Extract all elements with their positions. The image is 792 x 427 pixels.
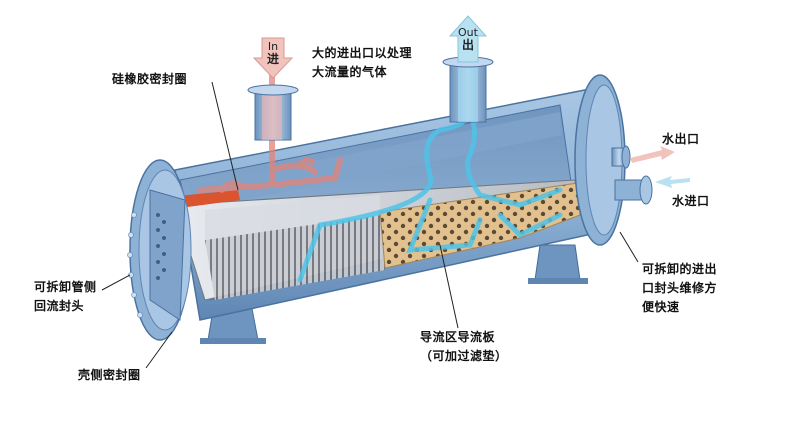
inlet-outlet-head: [574, 74, 626, 246]
label-removable-return-head-line1: 可拆卸管侧: [34, 280, 97, 294]
inlet-arrow-label: In 进: [258, 40, 288, 66]
label-removable-inlet-head-line2: 口封头维修方: [642, 281, 718, 295]
return-head: [127, 159, 192, 341]
water-inlet-arrow-icon: [655, 176, 690, 188]
water-nozzles: [611, 145, 653, 205]
label-removable-return-head: 可拆卸管侧 回流封头: [34, 278, 97, 316]
label-water-inlet: 水进口: [672, 194, 710, 208]
outlet-arrow-icon: [448, 15, 488, 63]
label-removable-inlet-head-line1: 可拆卸的进出: [642, 262, 718, 276]
inlet-arrow-zh: 进: [266, 52, 279, 66]
label-rubber-seal: 硅橡胶密封圈: [112, 72, 188, 86]
label-removable-return-head-line2: 回流封头: [34, 299, 85, 313]
outlet-nozzle: [442, 56, 494, 123]
label-removable-inlet-head-line3: 便快速: [642, 300, 680, 314]
label-large-port-line1: 大的进出口以处理: [312, 46, 413, 60]
outlet-arrow-en: Out: [458, 26, 478, 39]
leader-lines: [101, 81, 639, 369]
label-baffle: 导流区导流板 （可加过滤垫）: [420, 328, 508, 366]
label-water-outlet: 水出口: [662, 132, 700, 146]
inlet-nozzle: [247, 84, 299, 141]
rubber-seal-ring: [178, 190, 240, 208]
label-removable-inlet-head: 可拆卸的进出 口封头维修方 便快速: [642, 260, 717, 317]
label-large-port: 大的进出口以处理 大流量的气体: [312, 44, 412, 82]
outlet-arrow-zh: 出: [461, 38, 474, 52]
label-baffle-line2: （可加过滤垫）: [420, 349, 508, 363]
label-shell-seal: 壳侧密封圈: [78, 368, 141, 382]
outlet-arrow-label: Out 出: [453, 26, 483, 52]
inlet-arrow-icon: [252, 37, 294, 79]
label-large-port-line2: 大流量的气体: [312, 65, 388, 79]
label-baffle-line1: 导流区导流板: [420, 330, 496, 344]
water-outlet-arrow-icon: [630, 146, 675, 163]
inlet-arrow-en: In: [267, 40, 279, 53]
